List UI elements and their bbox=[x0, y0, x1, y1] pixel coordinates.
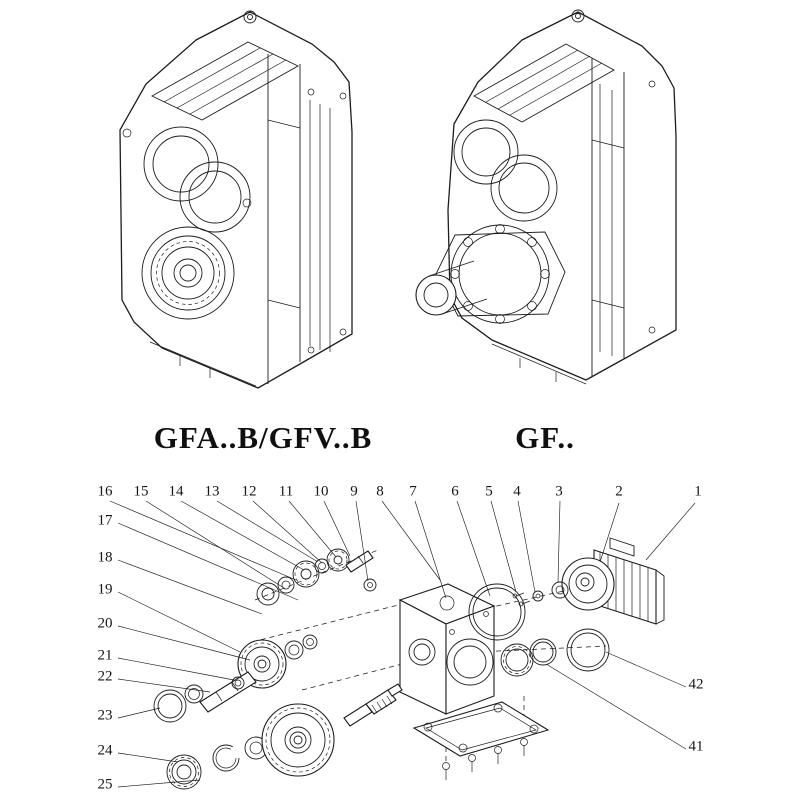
part-number-24: 24 bbox=[97, 742, 113, 759]
cover-plate-bolts bbox=[412, 701, 550, 780]
part-number-13: 13 bbox=[204, 483, 220, 500]
second-stage-gear-shaft bbox=[153, 634, 318, 723]
part-number-16: 16 bbox=[97, 483, 113, 500]
model-label-gf: GF.. bbox=[515, 420, 575, 455]
part-number-12: 12 bbox=[241, 483, 257, 500]
exploded-view-drawing bbox=[109, 500, 696, 790]
part-number-3: 3 bbox=[555, 483, 563, 500]
intermediate-gear-cluster bbox=[256, 548, 377, 606]
part-number-5: 5 bbox=[485, 483, 493, 500]
output-gear-bearings bbox=[166, 683, 403, 790]
motor-body bbox=[561, 537, 665, 625]
part-number-18: 18 bbox=[97, 549, 113, 566]
part-number-10: 10 bbox=[313, 483, 329, 500]
part-number-20: 20 bbox=[97, 615, 113, 632]
part-number-22: 22 bbox=[97, 668, 113, 685]
part-number-8: 8 bbox=[376, 483, 384, 500]
housing-body bbox=[398, 583, 496, 715]
part-number-15: 15 bbox=[133, 483, 149, 500]
part-number-21: 21 bbox=[97, 647, 113, 664]
callout-leader-lines bbox=[109, 500, 696, 788]
part-number-9: 9 bbox=[350, 483, 358, 500]
part-number-11: 11 bbox=[278, 483, 294, 500]
gearbox-drawing-left bbox=[119, 10, 353, 389]
part-number-2: 2 bbox=[615, 483, 623, 500]
part-number-42: 42 bbox=[688, 676, 704, 693]
model-label-gfab: GFA..B/GFV..B bbox=[153, 420, 373, 455]
part-number-7: 7 bbox=[409, 483, 417, 500]
part-number-1: 1 bbox=[694, 483, 702, 500]
motor-side-rings bbox=[468, 581, 610, 677]
part-number-25: 25 bbox=[97, 776, 113, 793]
part-number-4: 4 bbox=[513, 483, 521, 500]
part-number-19: 19 bbox=[97, 581, 113, 598]
gearbox-drawing-right bbox=[415, 9, 677, 385]
part-number-41: 41 bbox=[688, 738, 704, 755]
part-number-6: 6 bbox=[451, 483, 459, 500]
part-number-17: 17 bbox=[97, 512, 113, 529]
part-number-23: 23 bbox=[97, 707, 113, 724]
part-number-14: 14 bbox=[168, 483, 184, 500]
